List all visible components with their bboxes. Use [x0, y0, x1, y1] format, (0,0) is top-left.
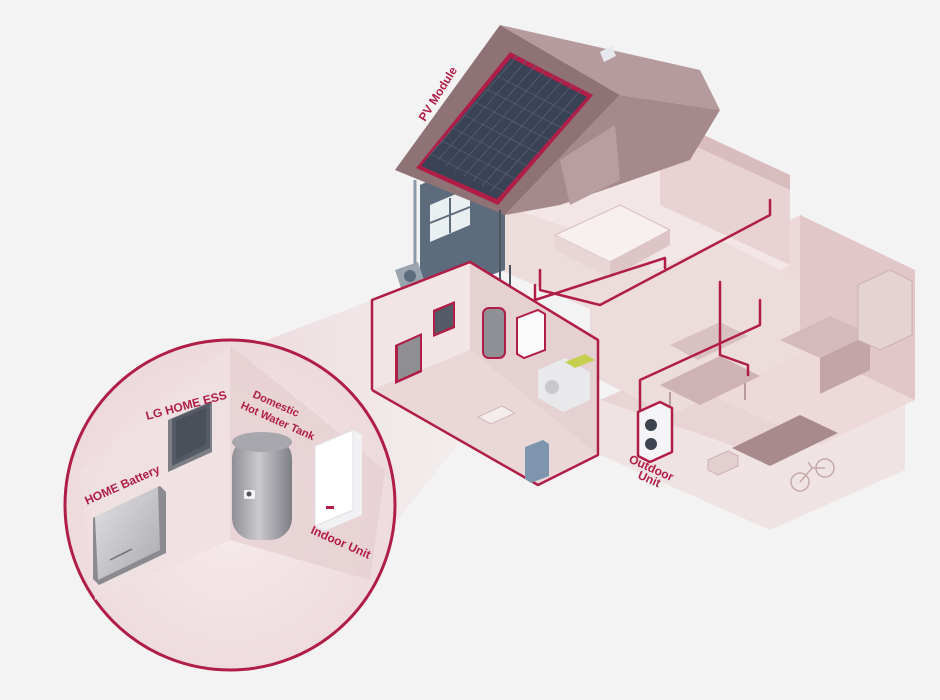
indoor-unit	[314, 429, 362, 531]
pv-module	[416, 52, 593, 205]
home-battery	[93, 486, 166, 585]
outdoor-unit	[636, 400, 674, 464]
hot-water-tank	[232, 432, 292, 540]
house-structure	[395, 25, 915, 530]
utility-room	[370, 260, 600, 487]
lg-home-ess	[168, 401, 212, 472]
zoom-circle	[63, 338, 397, 672]
